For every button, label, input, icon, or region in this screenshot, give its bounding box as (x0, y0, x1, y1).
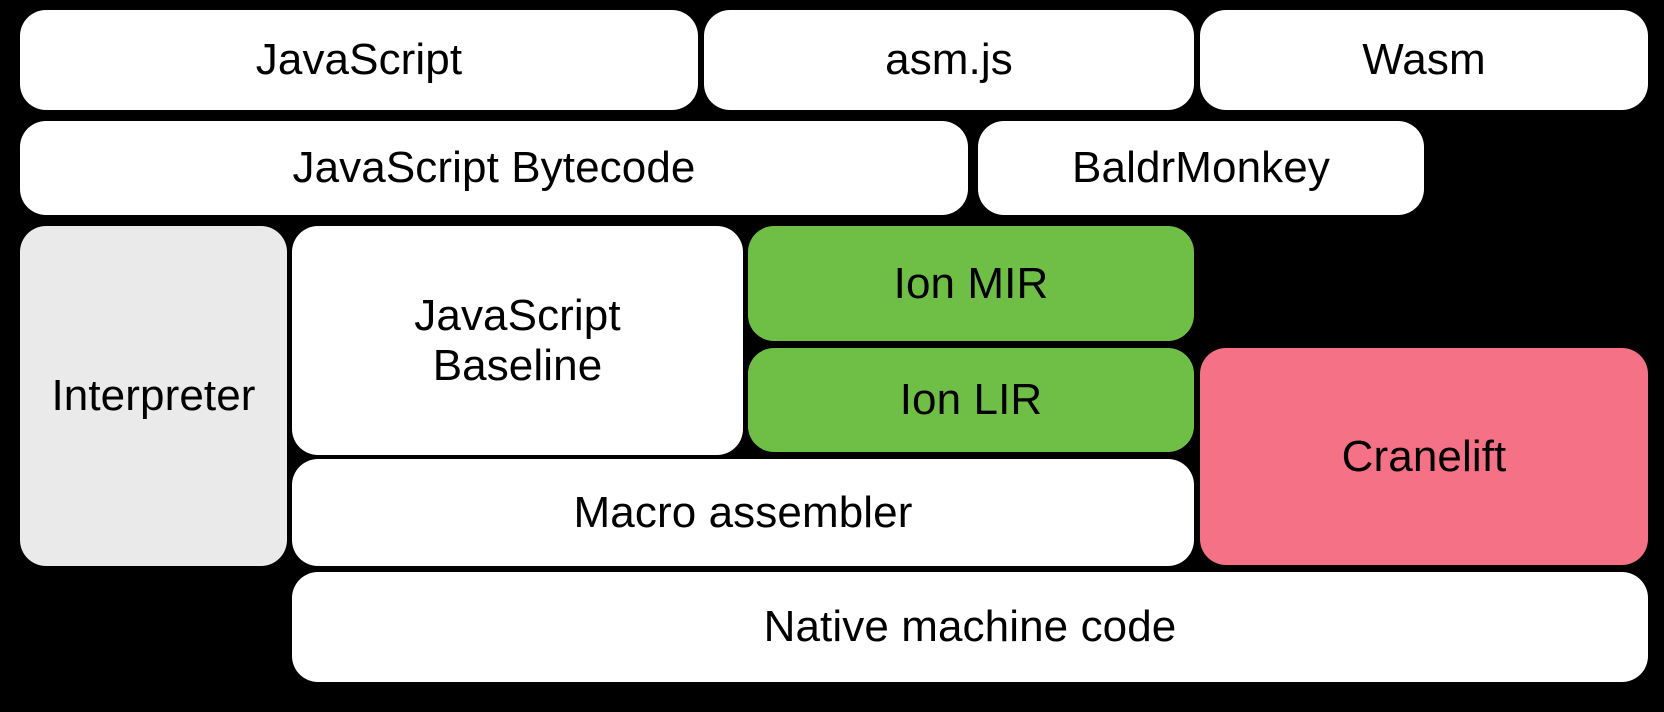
node-ion-lir[interactable]: Ion LIR (748, 348, 1194, 452)
node-interpreter-label: Interpreter (51, 371, 256, 421)
node-javascript[interactable]: JavaScript (20, 10, 698, 110)
node-asm-js-label: asm.js (885, 35, 1013, 85)
node-ion-mir[interactable]: Ion MIR (748, 226, 1194, 341)
node-javascript-bytecode-label: JavaScript Bytecode (292, 143, 696, 193)
node-macro-assembler[interactable]: Macro assembler (292, 459, 1194, 566)
node-javascript-bytecode[interactable]: JavaScript Bytecode (20, 121, 968, 215)
node-javascript-baseline-label: JavaScript Baseline (414, 291, 621, 390)
node-baldrmonkey-label: BaldrMonkey (1072, 143, 1330, 193)
node-interpreter[interactable]: Interpreter (20, 226, 287, 566)
node-javascript-label: JavaScript (255, 35, 463, 85)
node-cranelift-label: Cranelift (1341, 431, 1507, 481)
node-asm-js[interactable]: asm.js (704, 10, 1194, 110)
node-ion-mir-label: Ion MIR (893, 258, 1049, 308)
node-native-machine-code-label: Native machine code (763, 602, 1177, 652)
node-cranelift[interactable]: Cranelift (1200, 348, 1648, 565)
node-javascript-baseline[interactable]: JavaScript Baseline (292, 226, 743, 455)
node-ion-lir-label: Ion LIR (899, 375, 1043, 425)
node-wasm[interactable]: Wasm (1200, 10, 1648, 110)
node-macro-assembler-label: Macro assembler (573, 487, 913, 537)
node-native-machine-code[interactable]: Native machine code (292, 572, 1648, 682)
node-baldrmonkey[interactable]: BaldrMonkey (978, 121, 1424, 215)
node-wasm-label: Wasm (1362, 35, 1486, 85)
